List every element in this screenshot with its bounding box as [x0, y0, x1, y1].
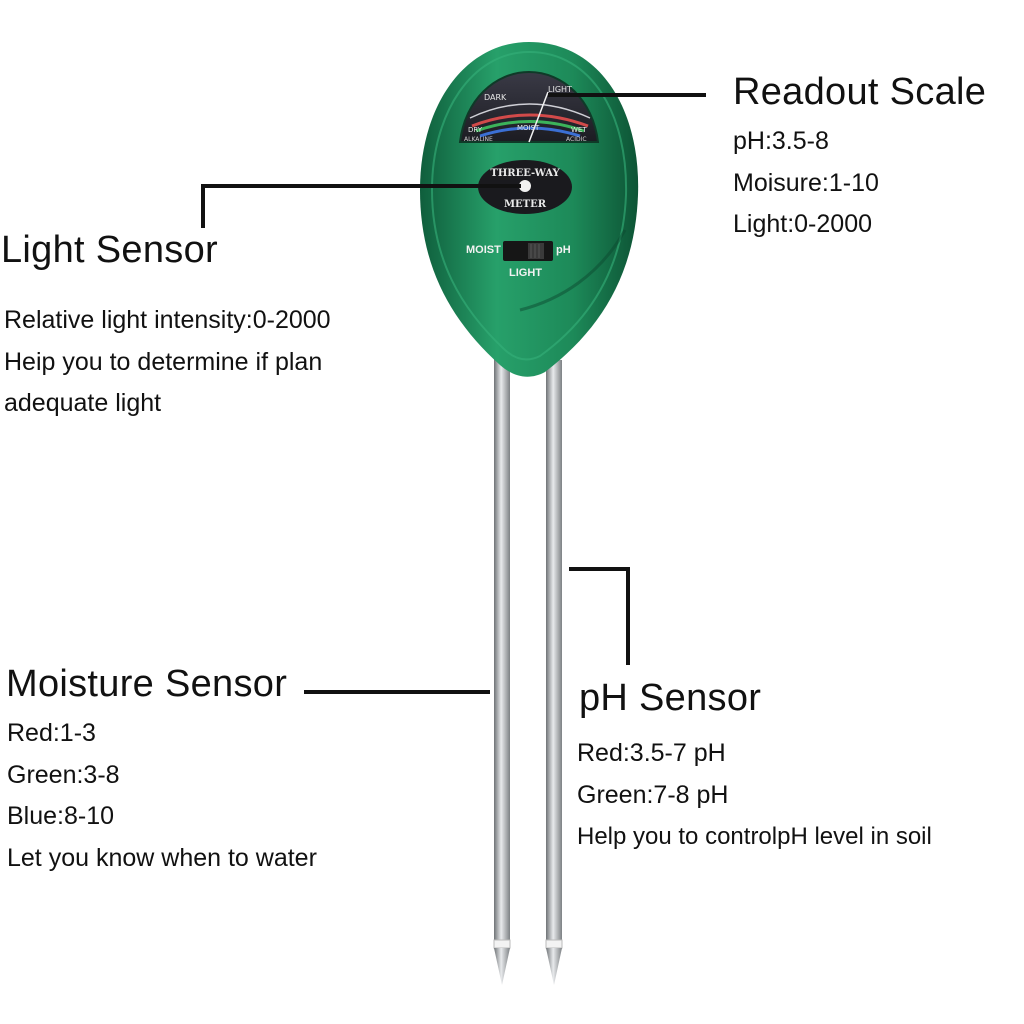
ph-callout-line-horizontal [569, 567, 630, 571]
brand-badge: THREE-WAY METER [478, 160, 572, 214]
brand-bottom-text: METER [504, 199, 547, 210]
dial-wet-label: WET [571, 126, 587, 134]
readout-scale-title: Readout Scale [733, 71, 987, 113]
ph-line-red: Red:3.5-7 pH [577, 739, 726, 767]
mode-switch: MOIST pH LIGHT [466, 241, 571, 279]
light-sensor-title: Light Sensor [1, 229, 218, 271]
ph-sensor-details: Red:3.5-7 pH Green:7-8 pH Help you to co… [577, 733, 932, 858]
moisture-probe [493, 345, 511, 985]
dial-light-label: LIGHT [548, 85, 572, 94]
readout-callout-line [548, 93, 706, 97]
moisture-callout-line [304, 690, 490, 694]
moisture-line-blue: Blue:8-10 [7, 802, 115, 830]
switch-light-label: LIGHT [509, 267, 542, 279]
brand-top-text: THREE-WAY [490, 168, 560, 179]
dial-moist-label: MOIST [517, 124, 540, 132]
light-callout-line-horizontal [201, 184, 521, 188]
light-callout-line-vertical [201, 184, 205, 228]
moisture-line-red: Red:1-3 [7, 719, 96, 747]
readout-scale-details: pH:3.5-8 Moisure:1-10 Light:0-2000 [733, 121, 879, 246]
dial-alkaline-label: ALKALINE [464, 136, 493, 143]
switch-moist-label: MOIST [466, 244, 501, 256]
ph-callout-line-vertical [626, 567, 630, 665]
readout-line-ph: pH:3.5-8 [733, 127, 829, 155]
moisture-sensor-title: Moisture Sensor [6, 663, 288, 705]
readout-dial: DARK LIGHT DRY MOIST WET ALKALINE ACIDIC [458, 70, 600, 143]
moisture-line-green: Green:3-8 [7, 760, 120, 789]
dial-dark-label: DARK [484, 93, 507, 102]
readout-line-moisture: Moisure:1-10 [733, 168, 879, 197]
moisture-sensor-details: Red:1-3 Green:3-8 Blue:8-10 Let you know… [7, 713, 317, 879]
readout-line-light: Light:0-2000 [733, 210, 873, 238]
light-line-3: adequate light [4, 389, 162, 417]
light-sensor-window [519, 180, 531, 192]
ph-line-green: Green:7-8 pH [577, 780, 729, 809]
light-sensor-details: Relative light intensity:0-2000 Heip you… [4, 300, 331, 425]
light-line-1: Relative light intensity:0-2000 [4, 306, 331, 334]
ph-sensor-title: pH Sensor [579, 677, 762, 719]
ph-probe [545, 360, 563, 985]
dial-acidic-label: ACIDIC [566, 136, 587, 143]
ph-line-control: Help you to controlpH level in soil [577, 823, 932, 850]
light-line-2: Heip you to determine if plan [4, 347, 323, 376]
dial-dry-label: DRY [468, 126, 483, 134]
switch-ph-label: pH [556, 244, 571, 256]
moisture-line-water: Let you know when to water [7, 843, 317, 872]
